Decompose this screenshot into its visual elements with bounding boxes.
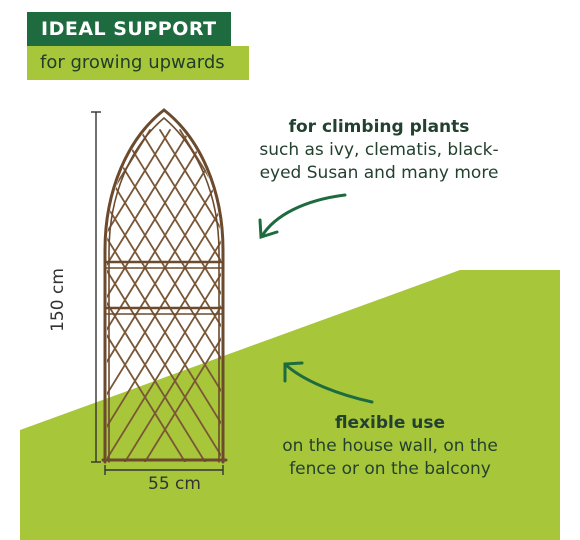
feature-heading: for climbing plants xyxy=(288,117,470,137)
feature-text-line: such as ivy, clematis, black- xyxy=(259,140,499,160)
arrow-icon xyxy=(258,193,347,240)
feature-text-line: on the house wall, on the xyxy=(282,436,498,456)
header-title-badge: IDEAL SUPPORT xyxy=(27,12,231,46)
feature-text-line: eyed Susan and many more xyxy=(259,163,499,183)
width-dimension-line xyxy=(104,465,224,475)
arrow-icon xyxy=(283,361,374,404)
header-subtitle-badge: for growing upwards xyxy=(27,46,249,80)
green-background-shape xyxy=(20,270,560,540)
height-dimension-line xyxy=(91,111,101,463)
trellis-illustration xyxy=(101,108,228,464)
width-dimension-label: 55 cm xyxy=(148,474,201,494)
feature-heading: flexible use xyxy=(334,413,446,433)
feature-climbing-plants: for climbing plants such as ivy, clemati… xyxy=(246,116,512,185)
feature-text-line: fence or on the balcony xyxy=(289,459,491,479)
feature-flexible-use: flexible use on the house wall, on the f… xyxy=(265,412,515,481)
height-dimension-label: 150 cm xyxy=(48,268,68,332)
